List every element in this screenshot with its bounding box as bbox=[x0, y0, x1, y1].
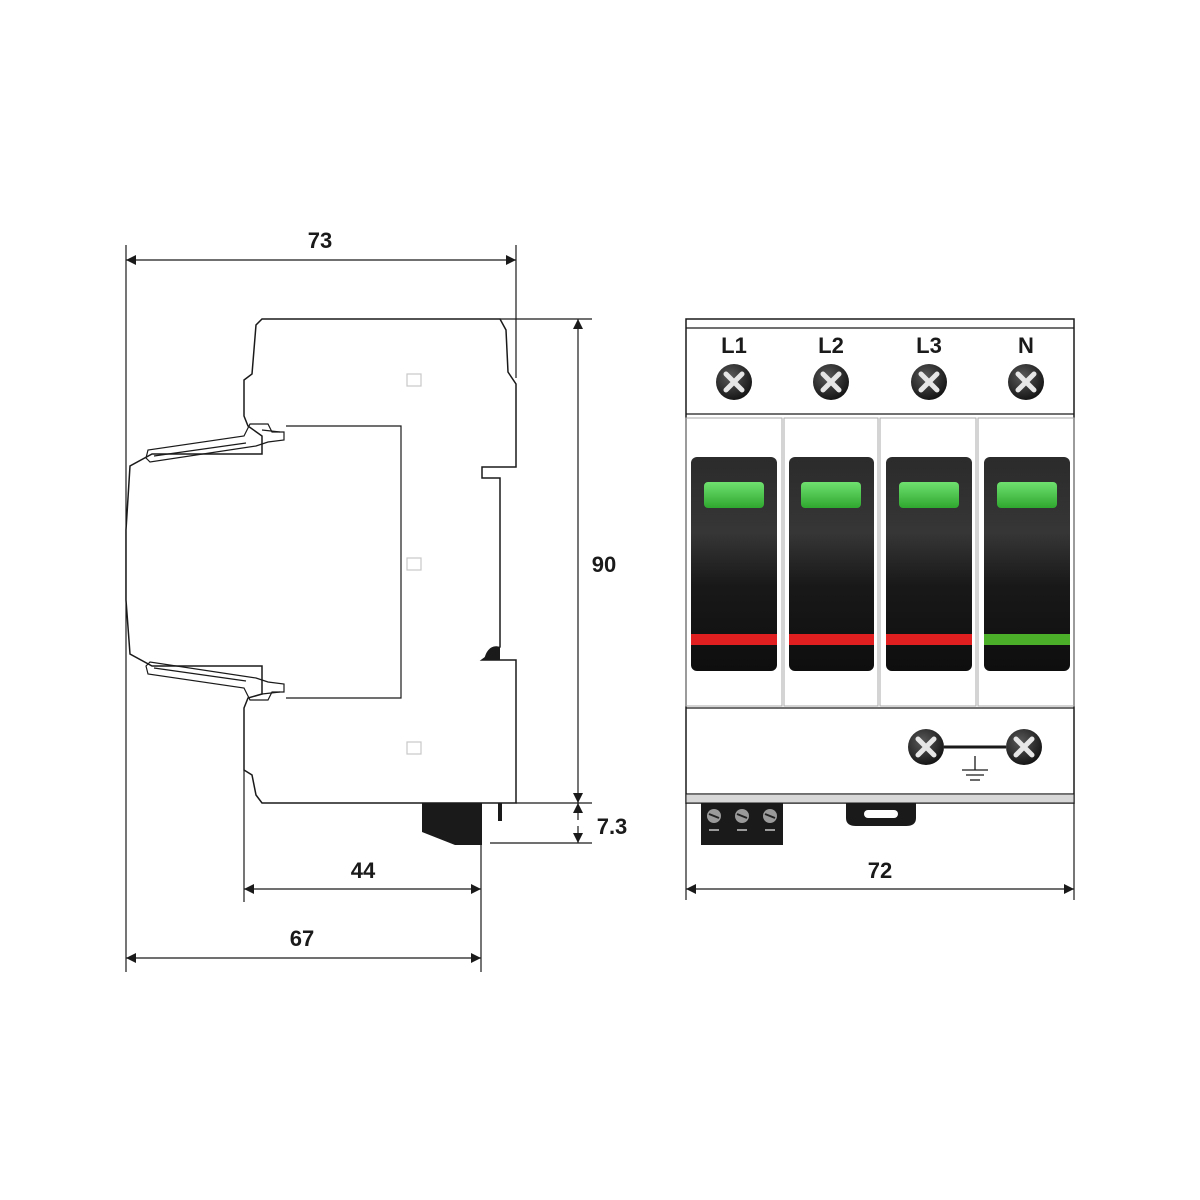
indicator-window bbox=[899, 482, 959, 508]
terminal-label-l3: L3 bbox=[916, 333, 942, 358]
terminal-label-l2: L2 bbox=[818, 333, 844, 358]
protection-module-l2 bbox=[789, 457, 874, 671]
protection-module-l1 bbox=[691, 457, 777, 671]
status-stripe bbox=[984, 634, 1070, 645]
protection-module-n bbox=[984, 457, 1070, 671]
side-view: 73 90 7.3 44 67 bbox=[125, 228, 628, 972]
module-frame-3 bbox=[879, 417, 977, 707]
side-mark-top bbox=[406, 373, 422, 387]
dim-label-rail-offset: 7.3 bbox=[597, 814, 628, 839]
side-cartridge-outline bbox=[286, 425, 402, 699]
indicator-window bbox=[704, 482, 764, 508]
side-mark-bottom bbox=[406, 741, 422, 755]
side-upper-latch-inner bbox=[153, 429, 281, 457]
x-screw-icon bbox=[1008, 364, 1044, 400]
ground-icon bbox=[962, 756, 988, 781]
x-screw-icon bbox=[813, 364, 849, 400]
side-bottom-pin bbox=[498, 803, 502, 821]
x-screw-icon bbox=[908, 729, 944, 765]
side-rail-clip bbox=[484, 646, 500, 660]
dim-label-height: 90 bbox=[592, 552, 616, 577]
dim-label-rail-depth: 67 bbox=[290, 926, 314, 951]
front-base-strip bbox=[685, 793, 1075, 804]
module-frame-1 bbox=[685, 417, 783, 707]
x-screw-icon bbox=[716, 364, 752, 400]
module-frame-2 bbox=[783, 417, 879, 707]
remote-contact-connector bbox=[701, 803, 783, 845]
terminal-label-n: N bbox=[1018, 333, 1034, 358]
side-lower-latch-inner bbox=[153, 667, 281, 695]
dim-label-width: 72 bbox=[868, 858, 892, 883]
side-mark-mid bbox=[406, 557, 422, 571]
indicator-window bbox=[997, 482, 1057, 508]
dim-label-front-depth: 44 bbox=[351, 858, 376, 883]
front-view: L1 L2 L3 N bbox=[685, 318, 1075, 900]
side-bottom-connector bbox=[422, 803, 482, 845]
module-frame-4 bbox=[977, 417, 1075, 707]
x-screw-icon bbox=[1006, 729, 1042, 765]
front-rail-clip-slot bbox=[864, 810, 898, 818]
status-stripe bbox=[789, 634, 874, 645]
status-stripe bbox=[886, 634, 972, 645]
status-stripe bbox=[691, 634, 777, 645]
x-screw-icon bbox=[911, 364, 947, 400]
dim-label-overall-depth: 73 bbox=[308, 228, 332, 253]
side-housing-outline bbox=[125, 318, 517, 804]
terminal-label-l1: L1 bbox=[721, 333, 747, 358]
protection-module-l3 bbox=[886, 457, 972, 671]
indicator-window bbox=[801, 482, 861, 508]
